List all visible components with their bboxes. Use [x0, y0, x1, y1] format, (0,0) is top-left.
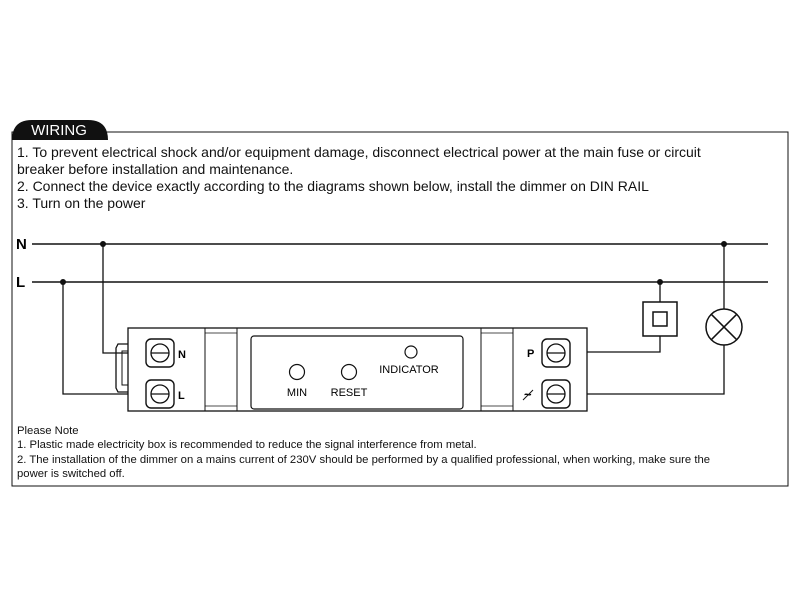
note-title: Please Note [17, 425, 79, 437]
min-button [288, 363, 306, 381]
din-clip-inner [121, 350, 128, 386]
instruction-line: 2. Connect the device exactly according … [17, 178, 649, 194]
instruction-line: breaker before installation and maintena… [17, 161, 294, 177]
note-item: 1. Plastic made electricity box is recom… [17, 439, 477, 451]
instruction-line: 1. To prevent electrical shock and/or eq… [17, 144, 701, 160]
terminal-p-label: P [527, 348, 534, 360]
instruction-line: 3. Turn on the power [17, 195, 146, 211]
neutral-line-label: N [16, 236, 27, 253]
switch-to-p-wire [556, 336, 661, 353]
indicator-label: INDICATOR [379, 364, 439, 376]
switch-toggle [652, 311, 668, 327]
lamp-output-wire [556, 345, 725, 395]
lamp-cross [710, 313, 738, 341]
indicator-led [404, 345, 418, 359]
section-frame [11, 131, 789, 487]
note-item: 2. The installation of the dimmer on a m… [17, 454, 711, 466]
dimmer-output-icon [522, 389, 534, 401]
note-item: power is switched off. [17, 468, 125, 480]
terminal-l-label: L [178, 390, 185, 402]
din-clip [115, 343, 128, 393]
reset-button-label: RESET [331, 387, 368, 399]
switch-box [642, 301, 678, 337]
live-line-label: L [16, 274, 25, 291]
heading-tab [12, 120, 108, 140]
reset-button [340, 363, 358, 381]
min-button-label: MIN [287, 387, 307, 399]
section-heading: WIRING [31, 122, 87, 139]
terminal-n-label: N [178, 349, 186, 361]
